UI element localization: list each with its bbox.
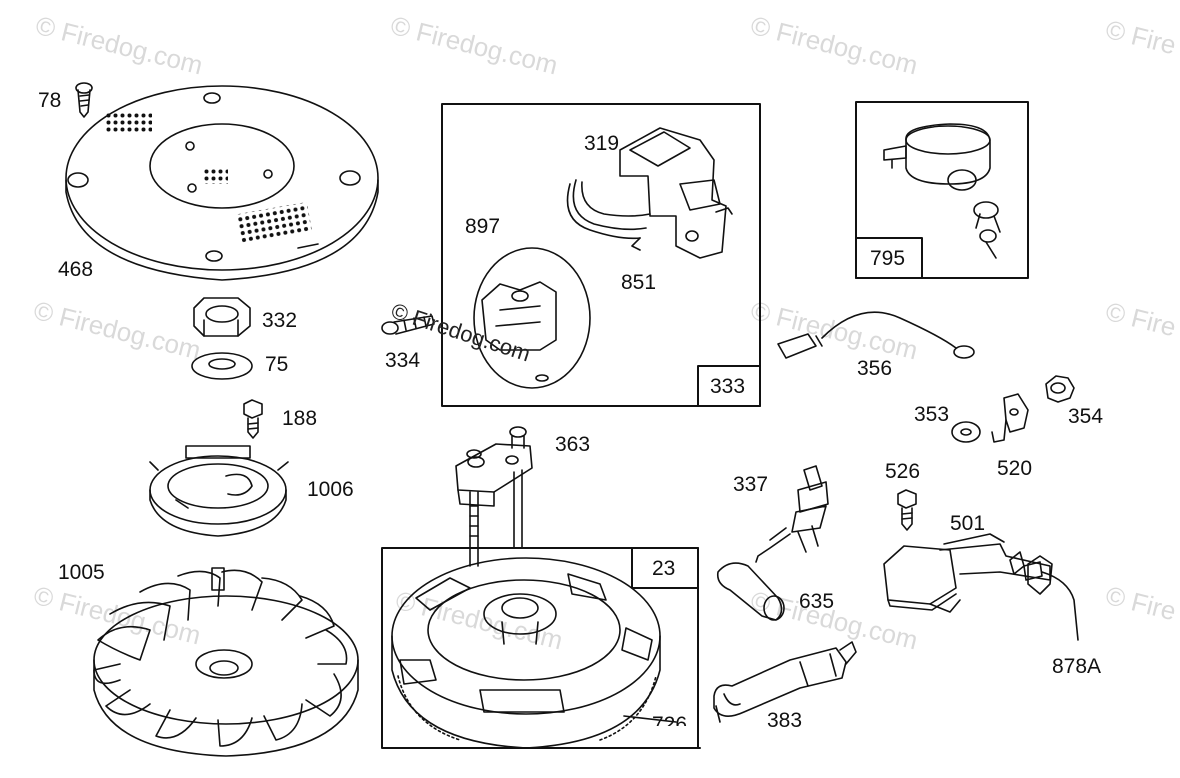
box-23-outline (381, 547, 701, 749)
screw-334 (381, 315, 435, 335)
ground-wire-356 (777, 311, 975, 359)
bolt-188 (243, 399, 263, 439)
flywheel (391, 557, 677, 749)
shroud-plate-468 (65, 85, 379, 281)
ignition-switch (883, 123, 1001, 259)
label-75: 75 (265, 353, 289, 376)
screw-526 (897, 489, 917, 531)
washer-353 (951, 421, 981, 443)
label-356: 356 (857, 357, 893, 380)
label-635: 635 (799, 590, 835, 613)
label-23: 23 (652, 557, 676, 580)
flywheel-fan-1005 (93, 567, 359, 757)
label-354: 354 (1068, 405, 1104, 428)
label-795: 795 (870, 247, 906, 270)
label-468: 468 (58, 258, 94, 281)
bracket-520 (991, 393, 1029, 443)
label-319: 319 (584, 132, 620, 155)
label-78: 78 (38, 89, 62, 112)
tool-383 (713, 641, 857, 723)
label-332: 332 (262, 309, 298, 332)
ring-screen-1006 (149, 445, 289, 537)
switch-897 (473, 247, 591, 389)
label-363: 363 (555, 433, 591, 456)
label-897: 897 (465, 215, 501, 238)
spark-plug-337 (755, 465, 829, 563)
label-334: 334 (385, 349, 421, 372)
label-353: 353 (914, 403, 950, 426)
label-383: 383 (767, 709, 803, 732)
nut-354 (1045, 375, 1075, 403)
sensor-878A (1023, 561, 1079, 641)
washer-75 (191, 352, 253, 380)
label-878A: 878A (1052, 655, 1102, 678)
label-851: 851 (621, 271, 657, 294)
label-1005: 1005 (58, 561, 105, 584)
label-526: 526 (885, 460, 921, 483)
screw-78 (75, 82, 93, 118)
label-726: 726 (652, 713, 688, 736)
label-188: 188 (282, 407, 318, 430)
box-795-outline (855, 101, 1029, 279)
rectifier-501 (883, 533, 1053, 613)
plug-boot-635 (716, 562, 785, 621)
label-520: 520 (997, 457, 1033, 480)
label-337: 337 (733, 473, 769, 496)
nut-332 (193, 297, 251, 337)
label-333: 333 (710, 375, 746, 398)
label-501: 501 (950, 512, 986, 535)
armature-319 (566, 127, 733, 259)
box-333-outline (441, 103, 761, 407)
bracket-363 (455, 426, 533, 567)
label-1006: 1006 (307, 478, 354, 501)
